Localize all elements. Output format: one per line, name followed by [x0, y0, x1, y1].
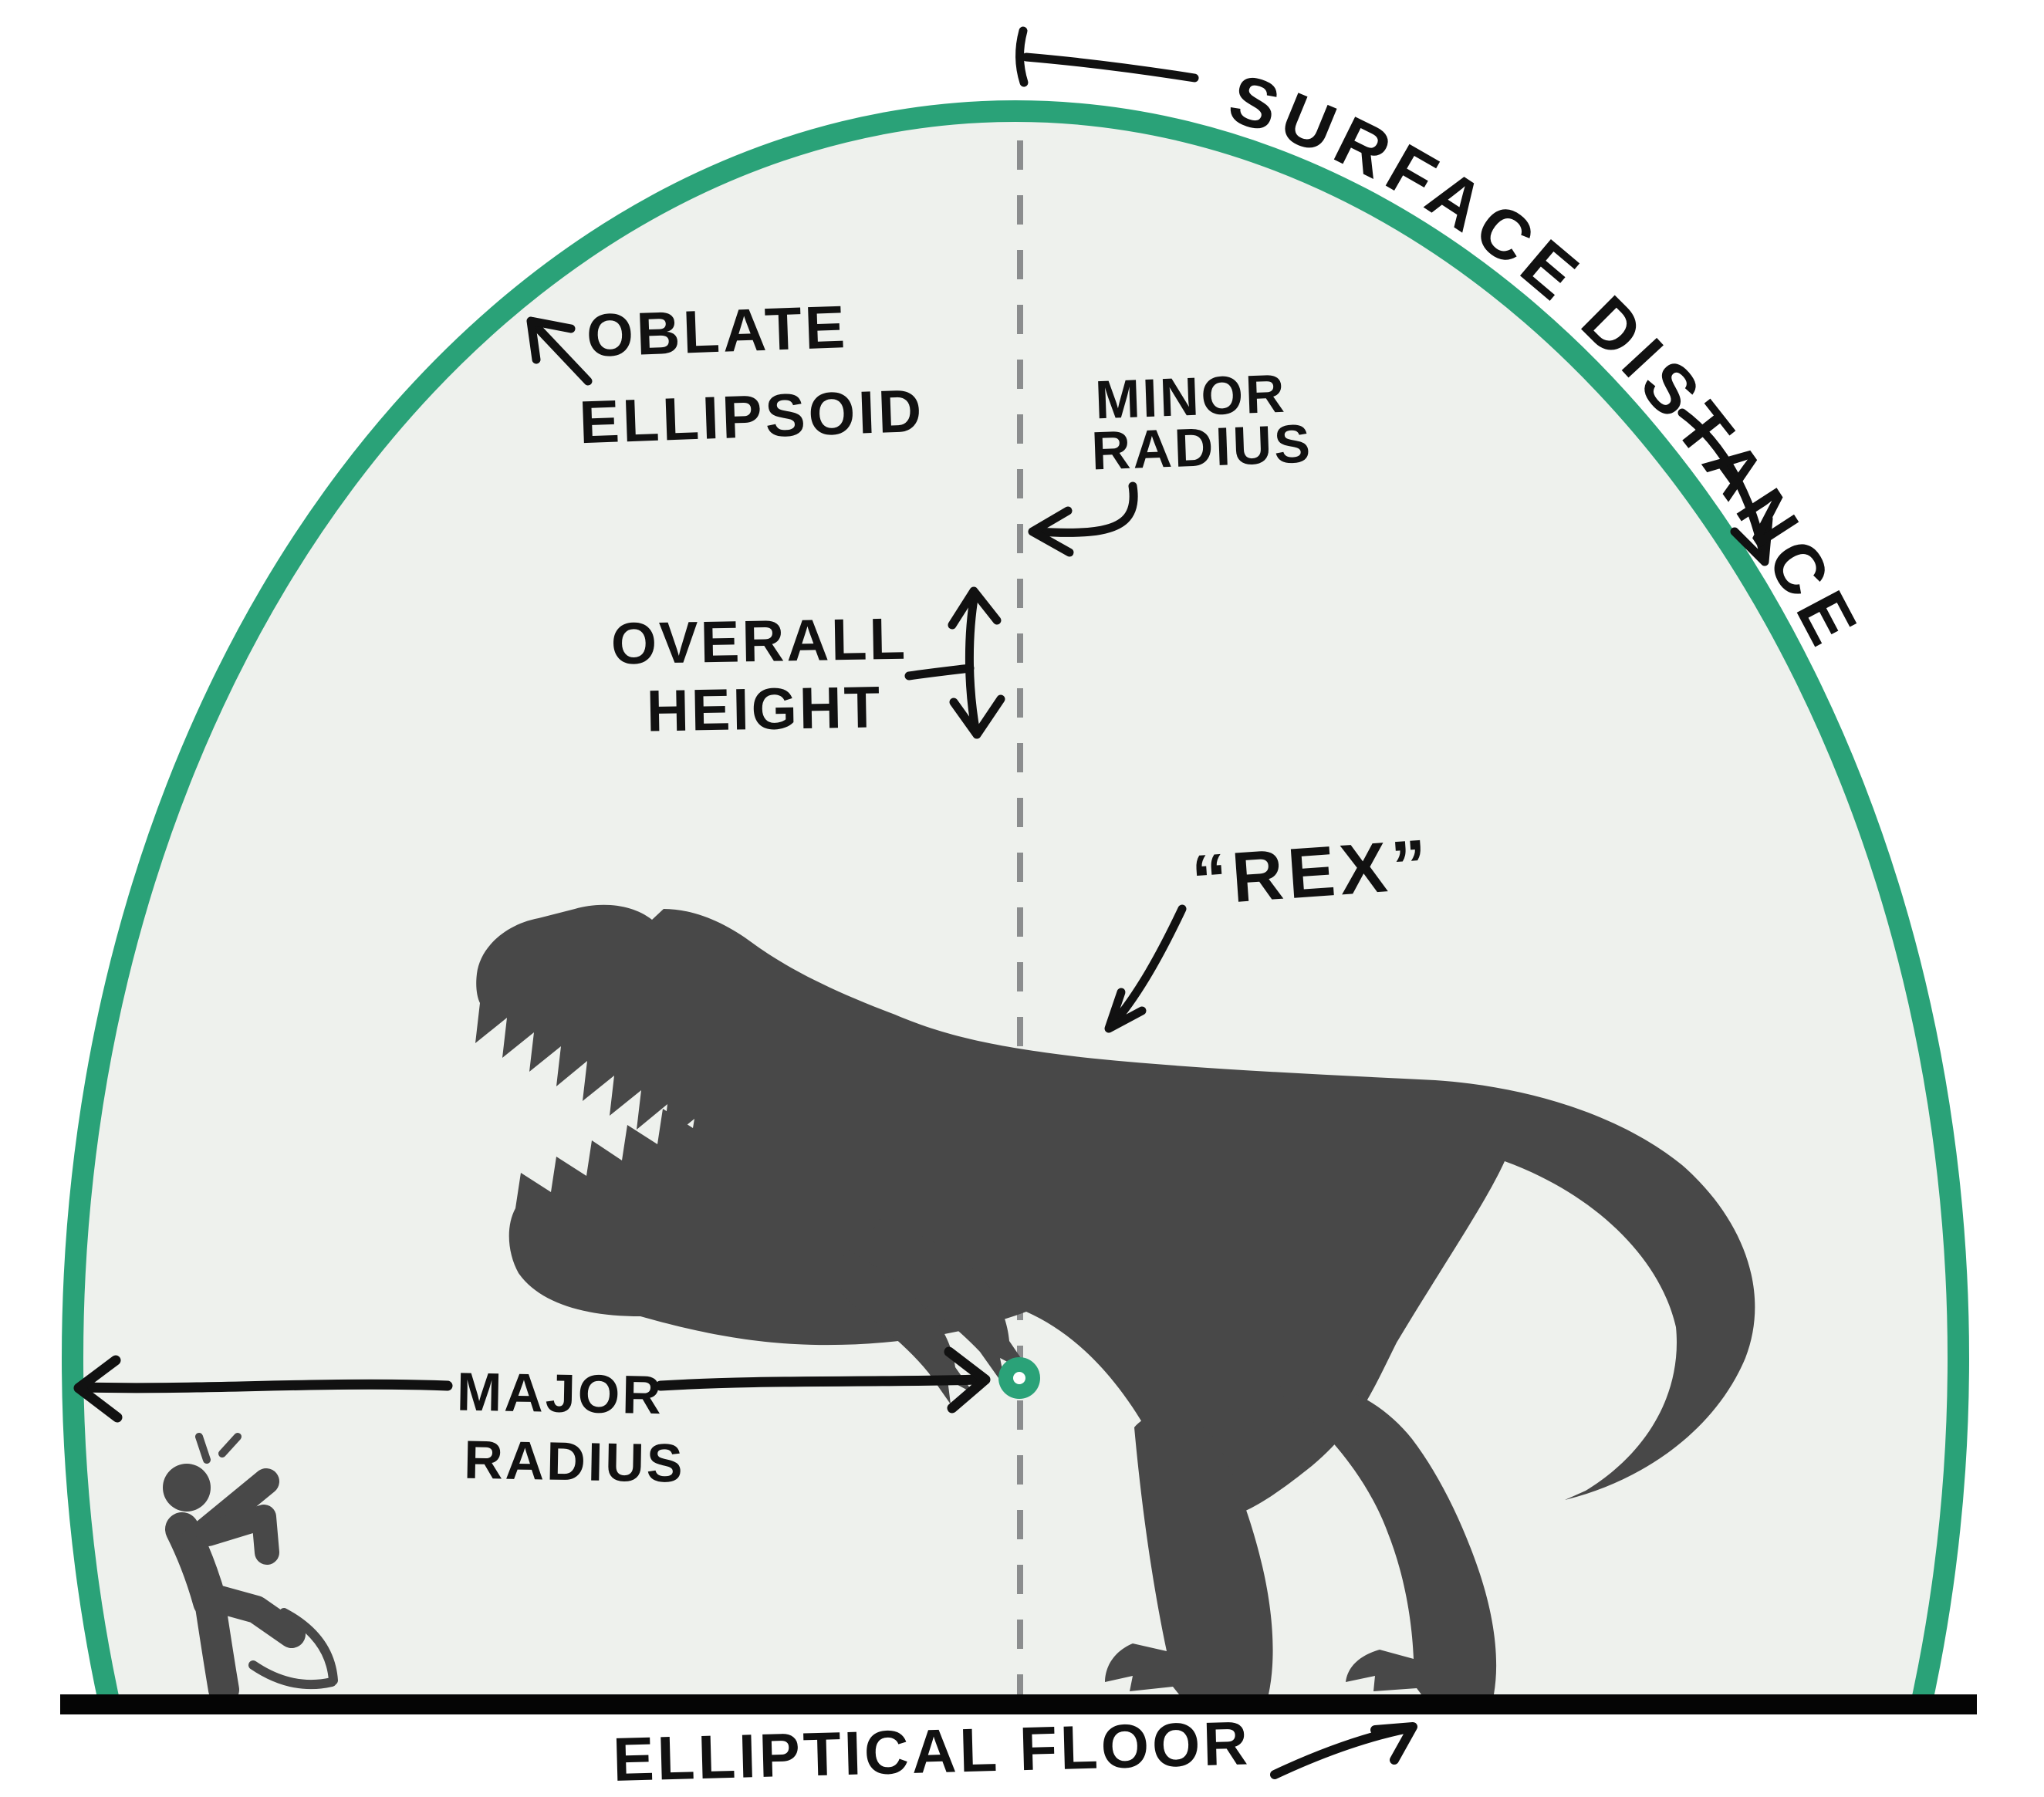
oblate-label-line1: OBLATE [586, 292, 850, 370]
rex-arrow [1104, 904, 1187, 1033]
slipping-person-pictogram [163, 1433, 338, 1705]
oblate-label-line2: ELLIPSOID [578, 377, 926, 457]
oblate-ellipsoid-arrow [526, 316, 593, 386]
minor-label-line2: RADIUS [1090, 414, 1313, 481]
t-rex-arm-near [870, 1219, 1032, 1389]
t-rex-front-leg [1105, 1414, 1273, 1694]
rex-label: “REX” [1189, 825, 1434, 920]
t-rex-back-leg [1273, 1382, 1497, 1694]
person-head [163, 1464, 211, 1512]
apex-tick-mark [1015, 26, 1029, 87]
person-leg-support [194, 1586, 239, 1705]
surface-distance-leader-line [1022, 52, 1199, 83]
t-rex-silhouette [475, 904, 1755, 1694]
oblate-ellipsoid-label: OBLATE ELLIPSOID [578, 292, 926, 457]
minor-radius-label: MINOR RADIUS [1090, 363, 1313, 481]
ellipse-center-dot [998, 1357, 1040, 1399]
major-radius-label: MAJOR RADIUS [456, 1362, 686, 1494]
minor-radius-arrow [1028, 481, 1138, 557]
person-arm-bent [196, 1505, 279, 1565]
elliptical-floor-bar [60, 1694, 1977, 1714]
major-label-line2: RADIUS [464, 1430, 686, 1494]
surface-distance-arrow [1677, 408, 1773, 566]
major-label-line1: MAJOR [456, 1362, 664, 1426]
elliptical-floor-arrow [1270, 1722, 1417, 1779]
motion-swoosh-icon [279, 1608, 338, 1685]
person-leg-kick [198, 1583, 306, 1648]
oblate-ellipsoid-dome [62, 100, 1969, 1797]
surprise-mark-icon [195, 1433, 211, 1464]
t-rex-body [475, 904, 1755, 1518]
overall-label-line1: OVERALL [610, 606, 908, 677]
overall-label-line2: HEIGHT [646, 674, 883, 744]
surprise-mark-icon [218, 1433, 242, 1458]
major-radius-arrow [73, 1346, 991, 1423]
t-rex-arm-far [837, 1250, 974, 1404]
overall-height-label: OVERALL HEIGHT [610, 606, 908, 745]
motion-swoosh-icon [248, 1660, 336, 1690]
overall-height-arrow [904, 586, 1005, 739]
elliptical-floor-label: ELLIPTICAL FLOOR [612, 1708, 1252, 1794]
minor-label-line1: MINOR [1094, 363, 1288, 431]
below-floor-mask [0, 1714, 2044, 1797]
